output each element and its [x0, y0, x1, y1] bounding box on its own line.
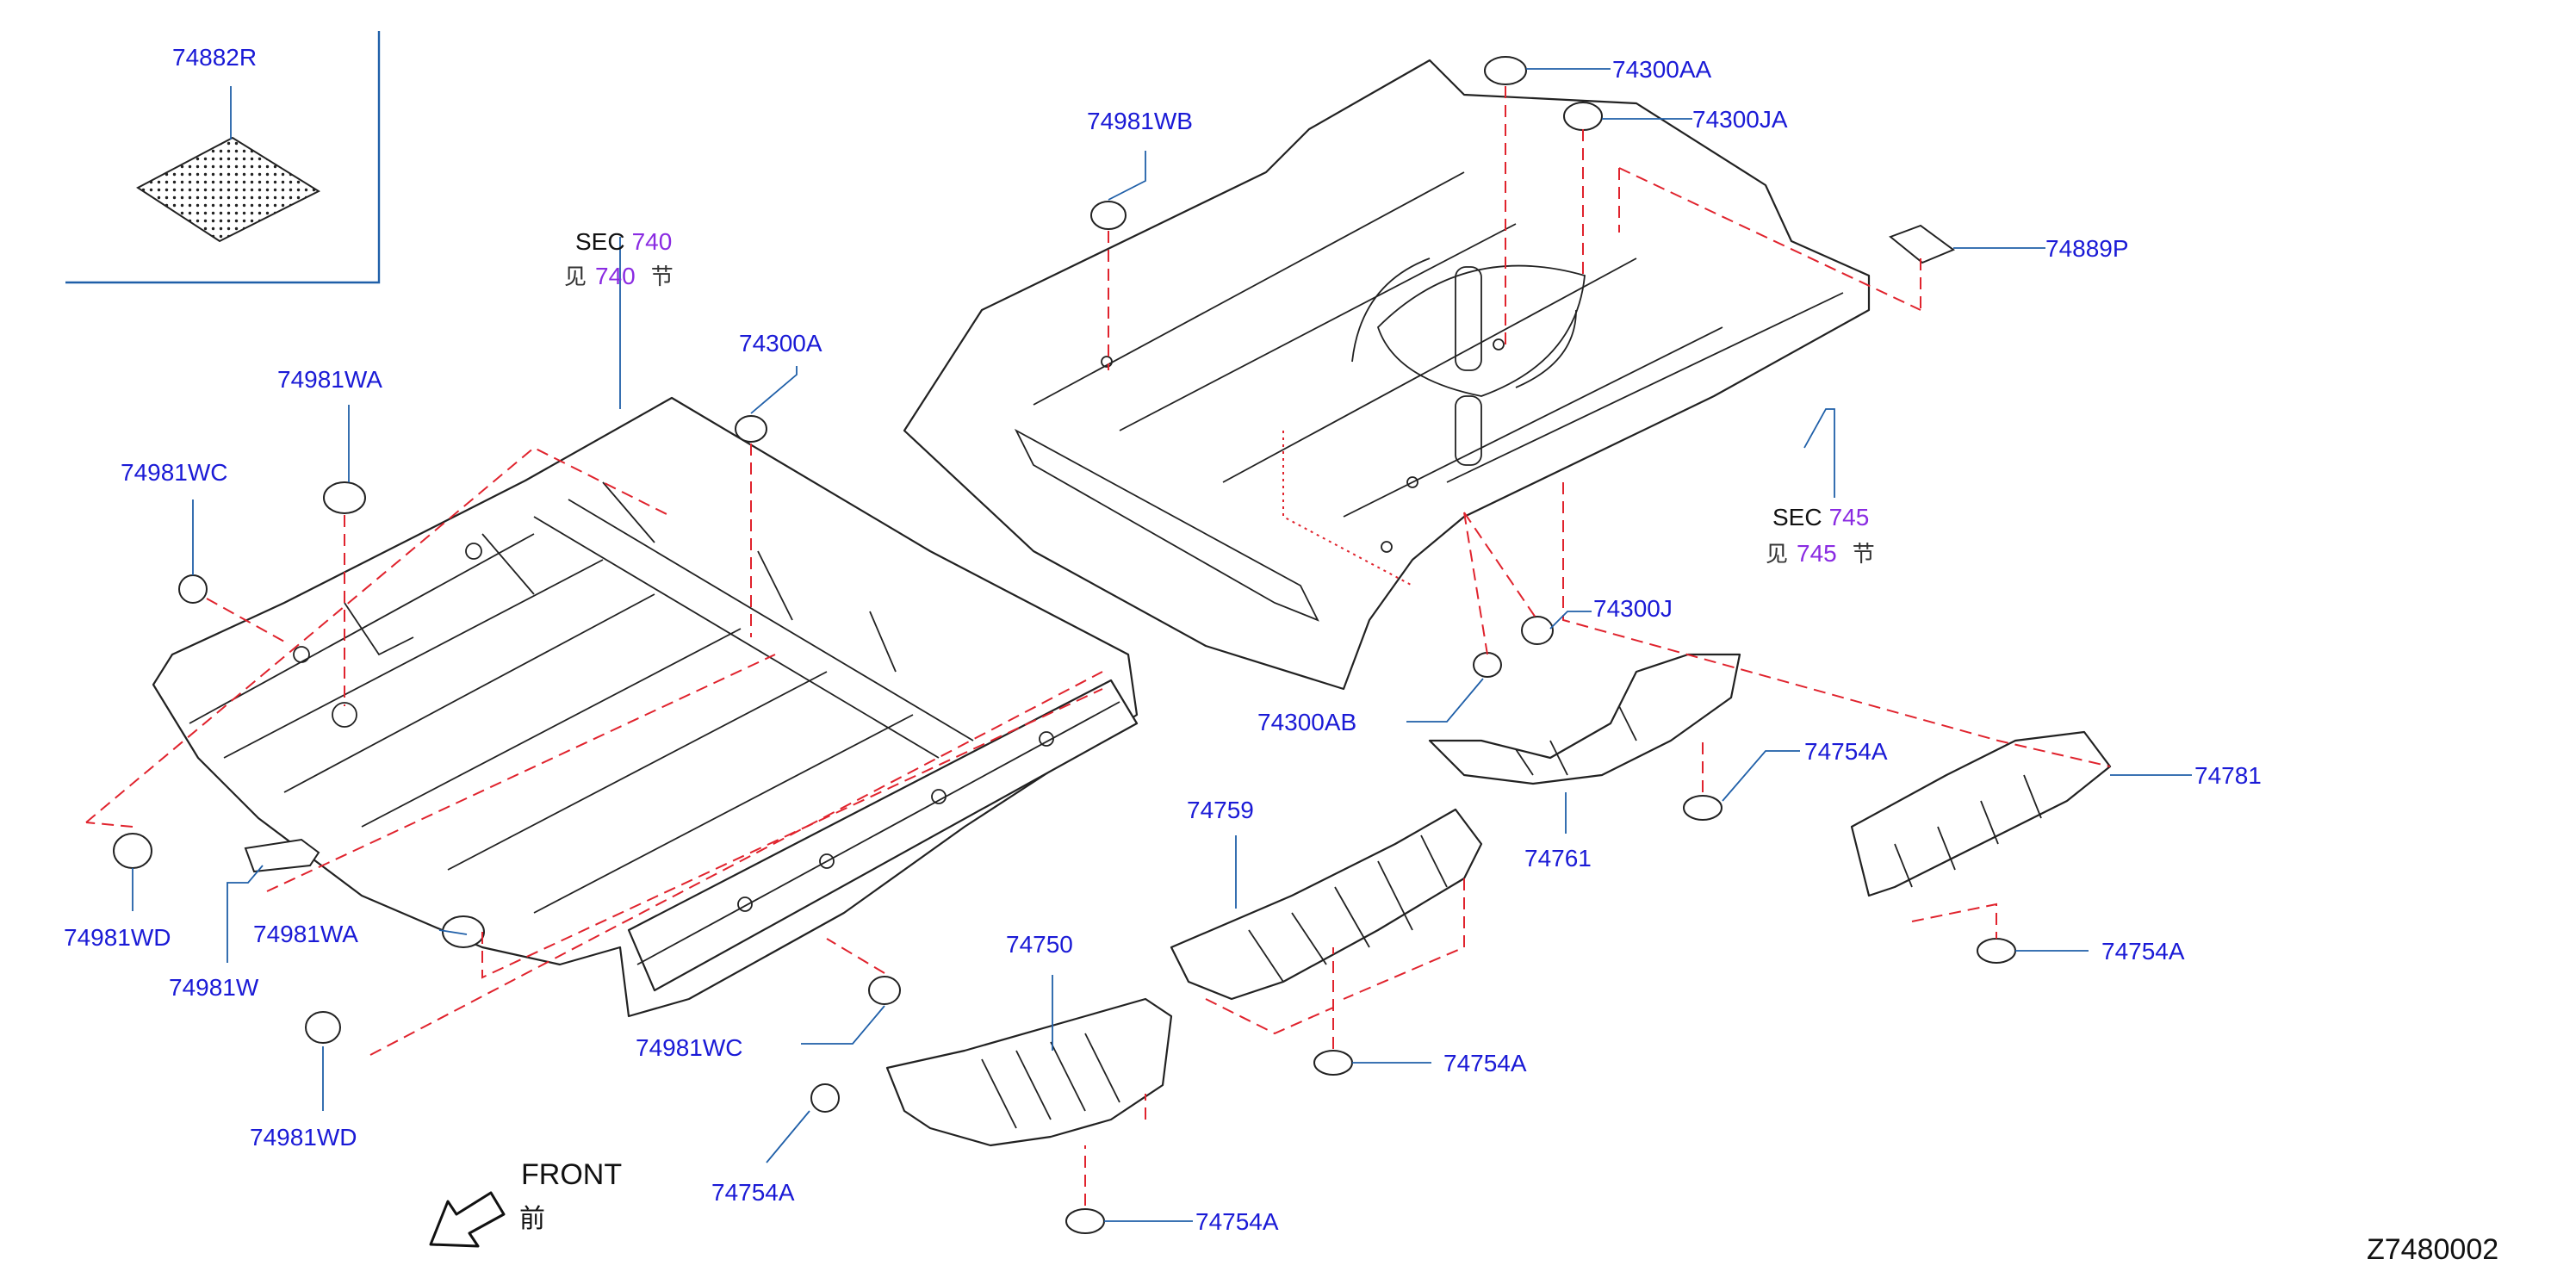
mat-piece [136, 136, 321, 243]
grommet-74754A-1 [1683, 795, 1723, 821]
label-74300A: 74300A [739, 330, 822, 357]
label-74754A-1: 74754A [1804, 738, 1888, 765]
grommet-74754A-3 [1313, 1050, 1353, 1076]
clip-74981WA-top [323, 481, 366, 514]
clip-74981WD-left [113, 833, 152, 869]
leader-lines [132, 68, 2192, 1222]
label-74781: 74781 [2194, 762, 2262, 789]
front-label: FRONT [521, 1158, 622, 1191]
diagram-code: Z7480002 [2367, 1233, 2498, 1266]
clip-74981WC-left [178, 574, 208, 604]
clip-74300AB [1473, 652, 1502, 678]
clip-74300A [735, 415, 767, 443]
label-74981WD-bottom: 74981WD [250, 1124, 357, 1151]
assembly-lines [85, 86, 2111, 1206]
front-indicator: FRONT 前 [429, 1158, 622, 1248]
clip-74981WA-bottom [442, 915, 485, 948]
insulator-74781 [1850, 730, 2112, 897]
label-74754A-5: 74754A [1195, 1208, 1279, 1235]
front-arrow-icon [429, 1191, 506, 1248]
label-74981WD-left: 74981WD [64, 924, 171, 951]
label-74300AA: 74300AA [1612, 56, 1712, 83]
label-74981WA-top: 74981WA [277, 366, 382, 393]
part-labels: 74882R 74981WB 74300AA 74300JA 74889P 74… [64, 44, 2262, 1235]
label-74754A-2: 74754A [2101, 938, 2185, 965]
label-74981WA-bottom: 74981WA [253, 921, 358, 947]
label-74889P: 74889P [2045, 235, 2129, 262]
grommet-74300JA [1563, 102, 1603, 131]
label-74759: 74759 [1187, 797, 1254, 823]
label-74754A-3: 74754A [1443, 1050, 1527, 1076]
label-74981WB: 74981WB [1087, 108, 1193, 134]
label-74981W: 74981W [169, 974, 259, 1001]
clip-74981W [244, 838, 320, 873]
inset-box [65, 31, 381, 284]
rear-floor-panel [903, 59, 1871, 691]
pad-74889P [1889, 224, 1956, 264]
grommet-74754A-2 [1977, 938, 2016, 964]
clip-74981WC-bottom [868, 976, 901, 1005]
label-74750: 74750 [1006, 931, 1073, 958]
label-74981WC-left: 74981WC [121, 459, 228, 486]
label-74882R: 74882R [172, 44, 257, 71]
label-74981WC-bottom: 74981WC [636, 1034, 743, 1061]
clips [113, 56, 2016, 1234]
label-74754A-4: 74754A [711, 1179, 795, 1206]
label-74300AB: 74300AB [1257, 709, 1356, 735]
label-74761: 74761 [1524, 845, 1592, 872]
insulator-74750 [885, 997, 1173, 1147]
front-floor-panel [152, 396, 1139, 1018]
insulator-74761 [1428, 653, 1741, 785]
grommet-74754A-4 [810, 1083, 840, 1113]
grommet-74300AA [1484, 56, 1527, 85]
insulator-74759 [1170, 808, 1483, 1001]
clip-74981WB [1090, 201, 1127, 230]
clip-74300J [1521, 616, 1554, 645]
front-cjk: 前 [519, 1204, 545, 1234]
grommet-74754A-5 [1065, 1208, 1105, 1234]
label-74300JA: 74300JA [1692, 106, 1788, 133]
clip-74981WD-bottom [305, 1011, 341, 1044]
label-74300J: 74300J [1593, 595, 1673, 622]
